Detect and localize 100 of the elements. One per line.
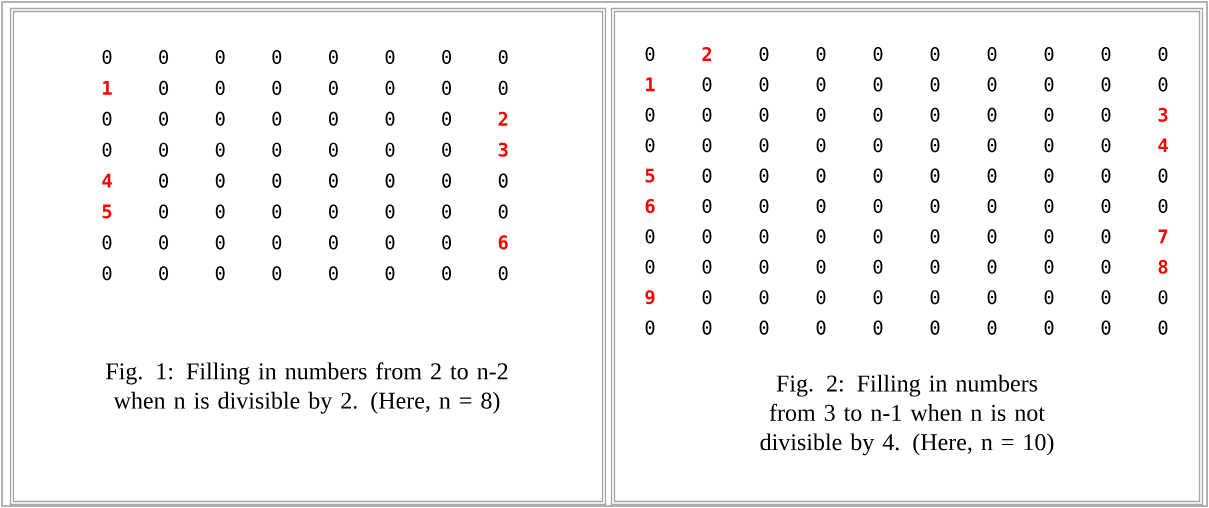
grid-number: 0 bbox=[1044, 107, 1054, 122]
grid-number: 0 bbox=[759, 168, 769, 183]
grid-number: 3 bbox=[498, 142, 508, 157]
grid-number: 0 bbox=[215, 235, 225, 250]
grid-number: 0 bbox=[102, 142, 112, 157]
grid-number: 0 bbox=[1044, 290, 1054, 305]
grid-number: 0 bbox=[272, 173, 282, 188]
grid-number: 4 bbox=[1158, 138, 1168, 152]
grid-number: 0 bbox=[498, 266, 508, 281]
grid-number: 0 bbox=[442, 111, 452, 126]
grid-number: 0 bbox=[759, 77, 769, 92]
grid-number: 0 bbox=[215, 266, 225, 281]
grid-number: 0 bbox=[702, 168, 712, 183]
grid-number: 8 bbox=[1158, 259, 1168, 274]
grid-number: 0 bbox=[498, 204, 508, 219]
grid-number: 0 bbox=[1101, 290, 1111, 305]
grid-number: 0 bbox=[930, 320, 940, 335]
grid-number: 0 bbox=[159, 111, 169, 126]
grid-number: 0 bbox=[159, 235, 169, 250]
grid-number: 0 bbox=[272, 266, 282, 281]
grid-number: 0 bbox=[987, 138, 997, 153]
grid-number: 0 bbox=[385, 266, 395, 281]
grid-number: 0 bbox=[385, 49, 395, 65]
grid-number: 0 bbox=[385, 173, 395, 188]
grid-number: 0 bbox=[987, 320, 997, 335]
grid-number: 0 bbox=[873, 46, 883, 62]
grid-number: 0 bbox=[1158, 320, 1168, 335]
grid-number: 0 bbox=[702, 229, 712, 244]
grid-number: 0 bbox=[442, 49, 452, 65]
grid-number: 6 bbox=[645, 198, 655, 214]
grid-number: 0 bbox=[1044, 198, 1054, 214]
grid-number: 0 bbox=[272, 235, 282, 250]
grid-number: 0 bbox=[987, 259, 997, 274]
grid-number: 0 bbox=[329, 80, 338, 95]
grid-number: 0 bbox=[873, 198, 883, 214]
grid-number: 0 bbox=[873, 138, 883, 153]
grid-number: 9 bbox=[645, 290, 655, 305]
grid-number: 0 bbox=[498, 80, 508, 95]
grid-number: 0 bbox=[987, 229, 997, 244]
grid-number: 0 bbox=[329, 111, 338, 126]
grid-number: 0 bbox=[987, 198, 997, 214]
grid-number: 0 bbox=[930, 168, 940, 183]
grid-number: 0 bbox=[1044, 46, 1054, 62]
grid-number: 0 bbox=[1101, 320, 1111, 335]
grid-number: 0 bbox=[702, 320, 712, 335]
grid-number: 0 bbox=[102, 111, 112, 126]
grid-number: 0 bbox=[1044, 138, 1054, 153]
grid-number: 0 bbox=[329, 235, 338, 250]
grid-number: 0 bbox=[873, 168, 883, 183]
grid-number: 0 bbox=[816, 259, 826, 274]
grid-number: 0 bbox=[873, 259, 883, 274]
grid-number: 0 bbox=[816, 229, 826, 244]
grid-number: 0 bbox=[159, 173, 169, 188]
grid-number: 0 bbox=[385, 204, 395, 219]
grid-number: 0 bbox=[215, 142, 225, 157]
grid-number: 0 bbox=[1158, 77, 1168, 92]
grid-number: 5 bbox=[645, 168, 655, 183]
grid-number: 0 bbox=[159, 80, 169, 95]
grid-number: 0 bbox=[1101, 46, 1111, 62]
grid-number: 0 bbox=[385, 80, 395, 95]
grid-number: 0 bbox=[930, 46, 940, 62]
grid-number: 0 bbox=[645, 259, 655, 274]
grid-number: 0 bbox=[272, 80, 282, 95]
grid-number: 0 bbox=[272, 49, 282, 65]
grid-number: 0 bbox=[1044, 320, 1054, 335]
grid-number: 0 bbox=[873, 320, 883, 335]
grid-number: 0 bbox=[1101, 138, 1111, 153]
grid-number: 0 bbox=[816, 107, 826, 122]
grid-number: 0 bbox=[645, 46, 655, 62]
grid-number: 0 bbox=[329, 173, 338, 188]
grid-number: 0 bbox=[702, 107, 712, 122]
grid-number: 0 bbox=[873, 77, 883, 92]
grid-number: 0 bbox=[385, 235, 395, 250]
grid-number: 0 bbox=[930, 77, 940, 92]
grid-number: 0 bbox=[816, 77, 826, 92]
grid-number: 0 bbox=[873, 290, 883, 305]
grid-number: 0 bbox=[759, 320, 769, 335]
grid-number: 0 bbox=[702, 259, 712, 274]
grid-number: 0 bbox=[102, 235, 112, 250]
grid-number: 0 bbox=[272, 111, 282, 126]
grid-number: 1 bbox=[646, 77, 655, 92]
grid-number: 0 bbox=[1044, 77, 1054, 92]
grid-number: 0 bbox=[930, 290, 940, 305]
grid-number: 0 bbox=[816, 138, 826, 153]
grid-number: 0 bbox=[759, 198, 769, 214]
grid-number: 0 bbox=[442, 266, 452, 281]
grid-number: 0 bbox=[215, 111, 225, 126]
grid-number: 0 bbox=[102, 266, 112, 281]
grid-number: 0 bbox=[1101, 107, 1111, 122]
grid-number: 0 bbox=[816, 320, 826, 335]
grid-number: 0 bbox=[1158, 168, 1168, 183]
grid-number: 0 bbox=[930, 198, 940, 214]
grid-number: 0 bbox=[873, 107, 883, 122]
figure-caption: Fig. 2: Filling in numbers from 3 to n-1 when n is not divisible by 4. (Here, n = 10) bbox=[760, 374, 1054, 456]
grid-number: 0 bbox=[1101, 198, 1111, 214]
grid-number: 0 bbox=[385, 142, 395, 157]
grid-number: 7 bbox=[1158, 229, 1168, 244]
grid-number: 0 bbox=[645, 138, 655, 153]
grid-number: 0 bbox=[442, 204, 452, 219]
grid-number: 0 bbox=[816, 198, 826, 214]
